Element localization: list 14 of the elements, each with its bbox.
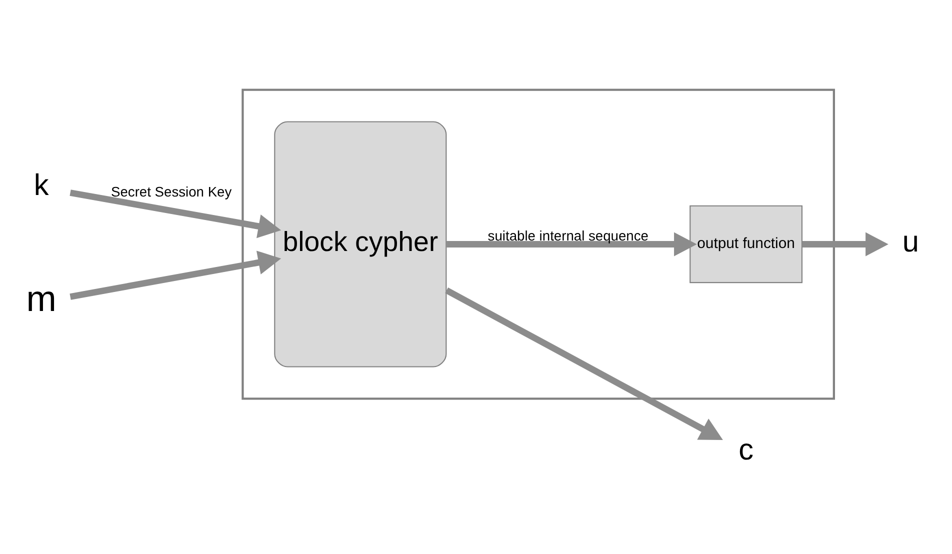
- arrow: [446, 232, 697, 256]
- edge-label: suitable internal sequence: [488, 227, 648, 244]
- node-text: m: [26, 278, 56, 320]
- node-text: u: [902, 226, 919, 259]
- node-text: c: [738, 433, 754, 466]
- node-box: block cypher: [274, 121, 447, 368]
- node-text: k: [34, 169, 49, 202]
- arrow: [802, 232, 888, 256]
- arrow: [70, 190, 282, 238]
- arrow: [70, 250, 282, 300]
- arrow: [445, 288, 723, 440]
- node-box: output function: [690, 205, 802, 284]
- edge-label: Secret Session Key: [110, 184, 232, 200]
- cluster: [242, 88, 835, 400]
